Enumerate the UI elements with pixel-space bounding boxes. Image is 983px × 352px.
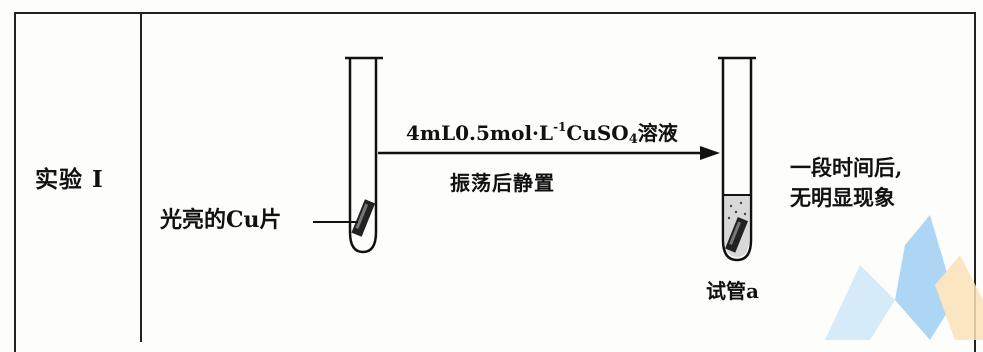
left-test-tube [345, 56, 383, 254]
copper-sheet [351, 199, 376, 237]
reagent-label: 4mL0.5mol·L-1CuSO4溶液 [406, 117, 678, 147]
reaction-arrow [378, 146, 720, 160]
apparatus-diagram [313, 56, 983, 340]
reagent-subscript: 4 [628, 132, 638, 147]
experiment-label: 实验 I [35, 166, 104, 193]
copper-sheet-in-solution [725, 216, 749, 253]
procedure-label: 振荡后静置 [450, 171, 555, 195]
reagent-prefix: 4mL0.5mol·L [406, 121, 554, 145]
reagent-superscript: -1 [553, 120, 567, 134]
experiment-table [14, 12, 976, 352]
watermark-logo [825, 215, 983, 340]
reagent-formula: CuSO [566, 121, 629, 145]
copper-label: 光亮的Cu片 [160, 207, 282, 233]
result-line-2: 无明显现象 [790, 185, 895, 210]
right-test-tube [718, 56, 756, 262]
reagent-suffix: 溶液 [637, 121, 678, 145]
test-tube-a-label: 试管a [706, 279, 759, 303]
column-divider [140, 12, 142, 342]
result-line-1: 一段时间后, [790, 155, 903, 180]
